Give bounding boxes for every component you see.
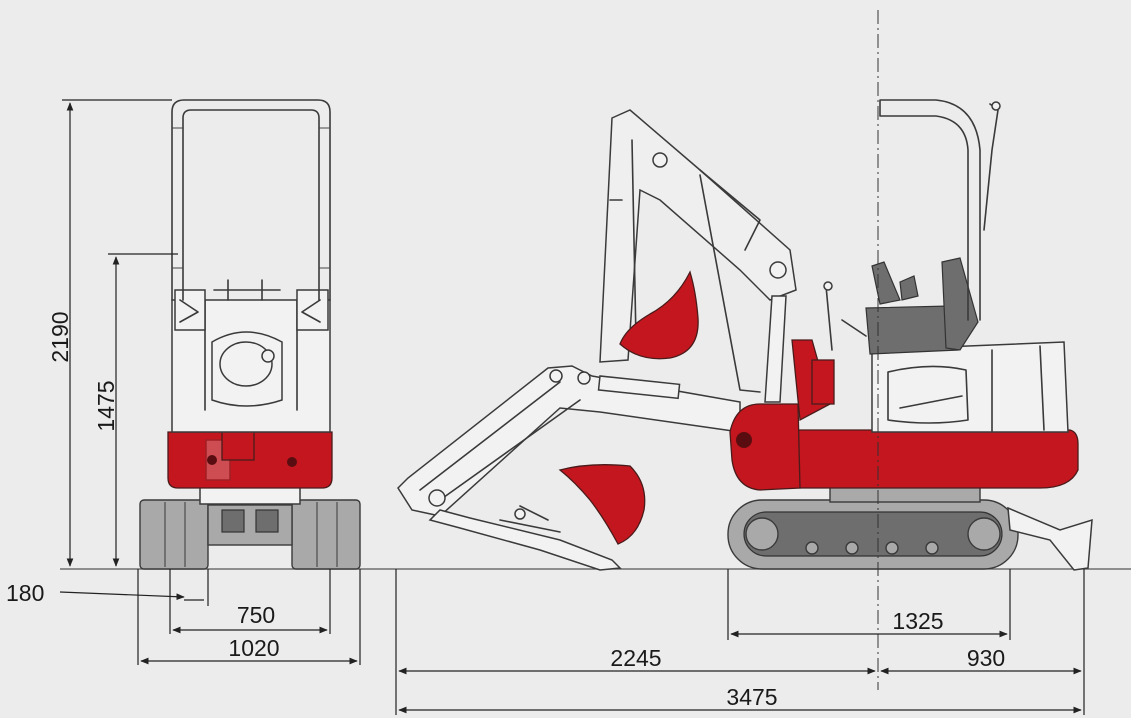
dim-track-gauge: 750 <box>237 602 275 628</box>
dim-rear-length: 930 <box>967 645 1005 671</box>
front-dimensions <box>59 99 361 665</box>
side-view-excavator <box>397 99 1093 571</box>
lowered-arm <box>397 365 741 571</box>
lowered-bucket <box>558 464 646 545</box>
raised-bucket <box>619 270 699 360</box>
side-red-body <box>789 429 1079 489</box>
front-left-track <box>139 499 209 570</box>
front-right-track <box>291 499 361 570</box>
side-dimensions <box>395 10 1085 715</box>
front-rops-frame <box>171 99 331 301</box>
dim-overall-length: 3475 <box>726 684 777 710</box>
dim-body-height: 1475 <box>93 380 119 431</box>
dim-tail-to-blade: 1325 <box>892 608 943 634</box>
dim-overall-width: 1020 <box>228 635 279 661</box>
raised-arm-outline <box>599 109 797 403</box>
dim-ground-clearance: 180 <box>6 580 44 606</box>
dim-overall-height: 2190 <box>47 311 73 362</box>
dozer-blade <box>1007 506 1093 571</box>
side-rops <box>879 99 981 321</box>
front-view-excavator <box>139 99 361 570</box>
dim-front-reach: 2245 <box>610 645 661 671</box>
engine-cover <box>871 341 1069 433</box>
